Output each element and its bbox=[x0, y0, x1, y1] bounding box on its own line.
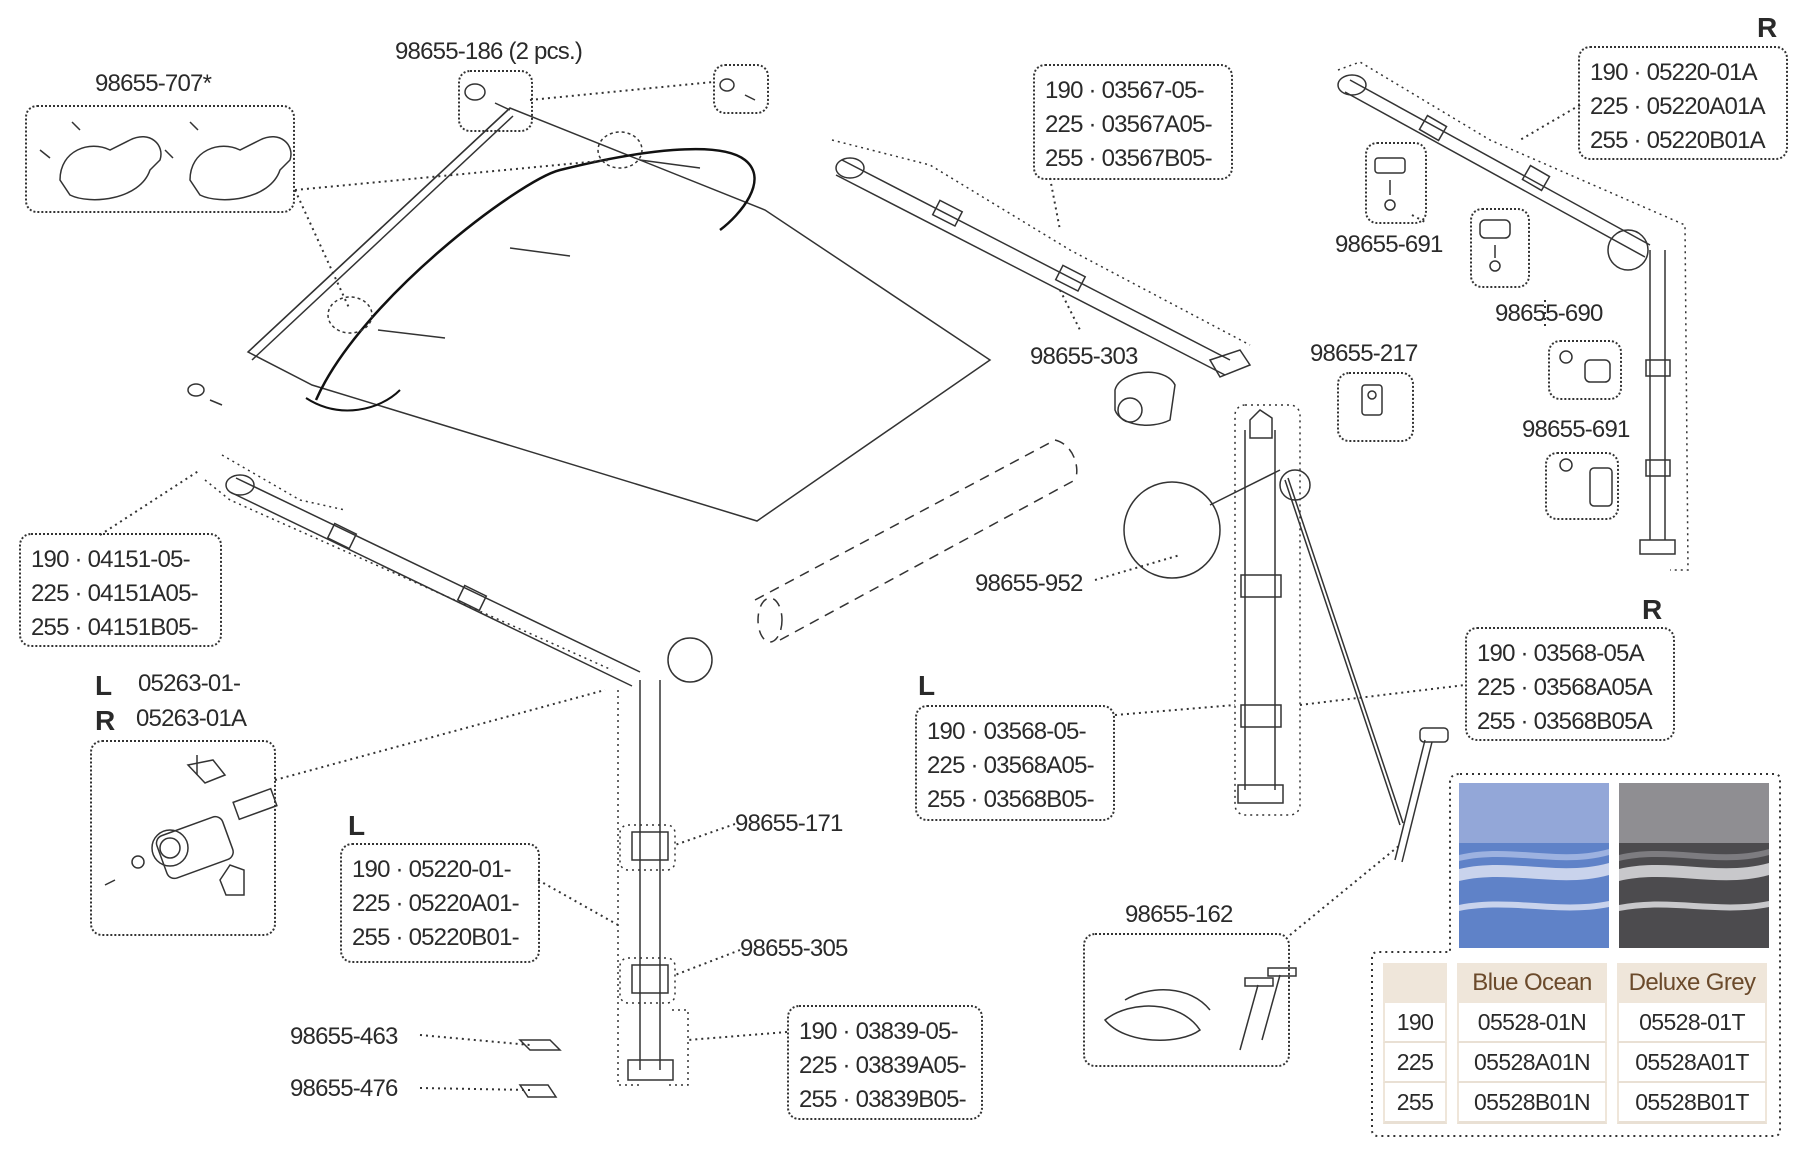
part-label-tie-down-kit: 98655-162 bbox=[1125, 901, 1233, 928]
part-label-end-cap-691: 98655-691 bbox=[1335, 231, 1443, 258]
part-label-bracket: 98655-217 bbox=[1310, 340, 1418, 367]
side-marker-hinge-left: L bbox=[95, 670, 113, 701]
part-row: 225 · 05220A01- bbox=[352, 890, 520, 917]
part-label-cord: 98655-952 bbox=[975, 570, 1083, 597]
fabric-color-table: Blue Ocean Deluxe Grey 190 05528-01N 055… bbox=[1373, 963, 1777, 1124]
side-marker-top-right: R bbox=[1757, 12, 1778, 43]
part-table-top-right-arm: 190 · 05220-01A 225 · 05220A01A 255 · 05… bbox=[1578, 46, 1788, 160]
end-cap-690-box bbox=[1548, 340, 1622, 400]
size-cell: 225 bbox=[1383, 1043, 1447, 1083]
part-row: 255 · 04151B05- bbox=[31, 614, 199, 641]
hinge-assembly-box bbox=[90, 740, 276, 936]
part-label-end-cap-690: 98655-690 bbox=[1495, 300, 1603, 327]
part-code-cell: 05528-01T bbox=[1617, 1003, 1767, 1043]
part-table-top-center-arm: 190 · 03567-05- 225 · 03567A05- 255 · 03… bbox=[1033, 64, 1233, 180]
roller-tube bbox=[754, 439, 1078, 643]
hinge-assembly-art bbox=[104, 755, 278, 896]
part-row: 225 · 03567A05- bbox=[1045, 111, 1213, 138]
hinge-code-right: 05263-01A bbox=[136, 705, 247, 732]
fabric-header-size bbox=[1383, 963, 1447, 1003]
end-cap-box-right bbox=[713, 64, 769, 114]
part-label-foot-plate-476: 98655-476 bbox=[290, 1075, 398, 1102]
part-row: 255 · 03568B05- bbox=[927, 786, 1095, 813]
bracket-box bbox=[1337, 372, 1414, 442]
end-cap-690-upper-box bbox=[1470, 208, 1530, 288]
table-row: 225 05528A01N 05528A01T bbox=[1383, 1043, 1767, 1083]
side-marker-mid-right: R bbox=[1642, 594, 1663, 625]
part-row: 255 · 03567B05- bbox=[1045, 145, 1213, 172]
left-leg bbox=[617, 680, 689, 1086]
part-label-end-cap-pair: 98655-186 (2 pcs.) bbox=[395, 38, 583, 65]
part-row: 190 · 05220-01A bbox=[1590, 59, 1758, 86]
left-arm bbox=[204, 454, 713, 687]
part-table-left-leg: 190 · 05220-01- 225 · 05220A01- 255 · 05… bbox=[340, 843, 540, 963]
size-cell: 255 bbox=[1383, 1083, 1447, 1124]
side-marker-bottom-left: L bbox=[348, 810, 366, 841]
part-row: 190 · 03567-05- bbox=[1045, 77, 1205, 104]
part-row: 255 · 03568B05A bbox=[1477, 708, 1653, 735]
clamp-kit-art bbox=[39, 121, 292, 201]
small-parts-art bbox=[187, 78, 1613, 1098]
part-row: 225 · 03568A05- bbox=[927, 752, 1095, 779]
right-arm-and-leg bbox=[1337, 61, 1689, 571]
size-cell: 190 bbox=[1383, 1003, 1447, 1043]
part-table-left-arm: 190 · 04151-05- 225 · 04151A05- 255 · 04… bbox=[19, 533, 222, 647]
swatch-deluxe-grey[interactable] bbox=[1619, 783, 1769, 948]
side-marker-mid-left: L bbox=[918, 670, 936, 701]
part-label-foot-plate-463: 98655-463 bbox=[290, 1023, 398, 1050]
end-cap-691-box bbox=[1365, 142, 1427, 224]
upper-middle-arm bbox=[831, 139, 1252, 378]
part-row: 225 · 05220A01A bbox=[1590, 93, 1766, 120]
part-row: 190 · 03568-05- bbox=[927, 718, 1087, 745]
part-row: 255 · 03839B05- bbox=[799, 1086, 967, 1113]
tie-down-stake bbox=[1394, 727, 1449, 863]
part-row: 225 · 03839A05- bbox=[799, 1052, 967, 1079]
part-row: 255 · 05220B01- bbox=[352, 924, 520, 951]
end-cap-691-lower-box bbox=[1545, 452, 1619, 520]
part-row: 190 · 03568-05A bbox=[1477, 640, 1645, 667]
end-cap-box-left bbox=[458, 70, 533, 132]
part-code-cell: 05528B01T bbox=[1617, 1083, 1767, 1124]
tie-down-kit-box bbox=[1083, 933, 1290, 1067]
part-row: 190 · 03839-05- bbox=[799, 1018, 959, 1045]
part-row: 190 · 05220-01- bbox=[352, 856, 512, 883]
part-table-foot-leg: 190 · 03839-05- 225 · 03839A05- 255 · 03… bbox=[787, 1005, 983, 1120]
part-label-clamp-kit: 98655-707* bbox=[95, 70, 212, 97]
awning-canopy bbox=[246, 107, 992, 522]
part-code-cell: 05528A01N bbox=[1457, 1043, 1607, 1083]
part-row: 225 · 03568A05A bbox=[1477, 674, 1653, 701]
leader-lines bbox=[99, 81, 1581, 1091]
part-label-arm-joint: 98655-303 bbox=[1030, 343, 1138, 370]
fabric-header-blue-ocean: Blue Ocean bbox=[1457, 963, 1607, 1003]
part-label-clamp-305: 98655-305 bbox=[740, 935, 848, 962]
hinge-code-left: 05263-01- bbox=[138, 670, 241, 697]
part-label-clamp-171: 98655-171 bbox=[735, 810, 843, 837]
fabric-header-deluxe-grey: Deluxe Grey bbox=[1617, 963, 1767, 1003]
clamp-kit-box bbox=[25, 105, 295, 213]
part-table-mid-left-leg: 190 · 03568-05- 225 · 03568A05- 255 · 03… bbox=[915, 705, 1115, 821]
part-table-mid-right-leg: 190 · 03568-05A 225 · 03568A05A 255 · 03… bbox=[1465, 627, 1675, 741]
part-code-cell: 05528A01T bbox=[1617, 1043, 1767, 1083]
middle-leg bbox=[1123, 404, 1404, 826]
part-row: 255 · 05220B01A bbox=[1590, 127, 1766, 154]
part-label-end-cap-691-lower: 98655-691 bbox=[1522, 416, 1630, 443]
fabric-table-header: Blue Ocean Deluxe Grey bbox=[1383, 963, 1767, 1003]
part-row: 225 · 04151A05- bbox=[31, 580, 199, 607]
part-row: 190 · 04151-05- bbox=[31, 546, 191, 573]
part-code-cell: 05528-01N bbox=[1457, 1003, 1607, 1043]
table-row: 255 05528B01N 05528B01T bbox=[1383, 1083, 1767, 1124]
swatch-blue-ocean[interactable] bbox=[1459, 783, 1609, 948]
table-row: 190 05528-01N 05528-01T bbox=[1383, 1003, 1767, 1043]
part-code-cell: 05528B01N bbox=[1457, 1083, 1607, 1124]
side-marker-hinge-right: R bbox=[95, 705, 116, 736]
